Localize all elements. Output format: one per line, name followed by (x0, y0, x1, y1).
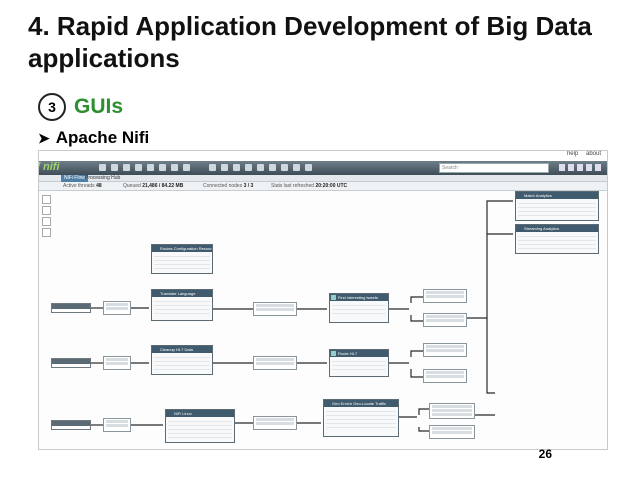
tab-nifi-flow[interactable]: NiFi Flow (61, 175, 88, 182)
bulletin-icon[interactable] (577, 164, 583, 171)
zoom-out-icon[interactable] (42, 206, 51, 215)
connection-queue[interactable] (103, 418, 131, 432)
process-group-geo-enrich[interactable]: Geo Enrich Geo-Locate Traffic (323, 399, 399, 437)
process-group-streaming-analytics[interactable]: Streaming Analytics (515, 224, 599, 254)
disable-icon[interactable] (245, 164, 252, 171)
template-icon[interactable] (171, 164, 178, 171)
process-group-translate-language[interactable]: Translate Language (151, 289, 213, 321)
help-link[interactable]: help (566, 151, 579, 157)
connection-queue[interactable] (253, 302, 297, 316)
summary-icon[interactable] (559, 164, 565, 171)
connection-queue[interactable] (103, 356, 131, 370)
input-port-1[interactable] (51, 303, 91, 313)
template-create-icon[interactable] (293, 164, 300, 171)
delete-icon[interactable] (305, 164, 312, 171)
arrow-bullet-icon: ➤ (38, 129, 50, 146)
start-icon[interactable] (209, 164, 216, 171)
process-group-nifi-linux[interactable]: NiFi Linux (165, 409, 235, 443)
input-port-icon[interactable] (111, 164, 118, 171)
nifi-screenshot: help about nifi Search NiFi Flow Process… (38, 150, 608, 450)
status-bar: Active threads 48 Queued 21,486 / 84.22 … (39, 182, 607, 191)
stop-icon[interactable] (221, 164, 228, 171)
breadcrumb[interactable]: Processing Hub (85, 175, 121, 181)
counters-icon[interactable] (568, 164, 574, 171)
connection-queue[interactable] (429, 403, 475, 419)
stat-queued: Queued 21,486 / 84.22 MB (123, 183, 184, 189)
paste-icon[interactable] (269, 164, 276, 171)
connection-queue[interactable] (423, 313, 467, 327)
remote-group-icon[interactable] (147, 164, 154, 171)
output-port-icon[interactable] (123, 164, 130, 171)
flow-canvas[interactable]: Match Analytics Streaming Analytics Rout… (39, 191, 607, 449)
process-group-match-analytics[interactable]: Match Analytics (515, 191, 599, 221)
copy-icon[interactable] (257, 164, 264, 171)
label-icon[interactable] (183, 164, 190, 171)
nifi-tabbar: NiFi Flow Processing Hub (39, 175, 607, 182)
actual-size-icon[interactable] (42, 228, 51, 237)
bullet-text: Apache Nifi (55, 128, 150, 147)
nifi-header: help about (39, 151, 607, 163)
connection-queue[interactable] (423, 369, 467, 383)
history-icon[interactable] (586, 164, 592, 171)
process-group-cleanup-hl7[interactable]: Cleanup HL7 Data (151, 345, 213, 375)
stat-connected-nodes: Connected nodes 3 / 3 (203, 183, 254, 189)
step-row: 3 GUIs (38, 92, 123, 122)
process-group-icon[interactable] (135, 164, 142, 171)
stat-active-threads: Active threads 48 (63, 183, 102, 189)
input-port-2[interactable] (51, 358, 91, 368)
process-group-routes-configuration[interactable]: Routes Configuration Resources (151, 244, 213, 274)
processor-route-hl7[interactable]: Route HL7 (329, 349, 389, 377)
nifi-logo: nifi (43, 161, 60, 173)
connection-lines (91, 200, 513, 432)
step-label: GUIs (74, 95, 124, 118)
connection-queue[interactable] (103, 301, 131, 315)
slide-title: 4. Rapid Application Development of Big … (28, 11, 592, 73)
enable-icon[interactable] (233, 164, 240, 171)
page-number: 26 (538, 447, 552, 461)
connection-queue[interactable] (423, 289, 467, 303)
nifi-toolbar: nifi Search (39, 161, 607, 175)
stat-last-refreshed: Stats last refreshed 20:20:00 UTC (271, 183, 348, 189)
connection-queue[interactable] (423, 343, 467, 357)
connection-queue[interactable] (253, 356, 297, 370)
fit-icon[interactable] (42, 217, 51, 226)
navigation-palette (42, 195, 52, 239)
input-port-3[interactable] (51, 420, 91, 430)
about-link[interactable]: about (585, 151, 601, 157)
step-number-badge: 3 (38, 93, 66, 121)
zoom-in-icon[interactable] (42, 195, 51, 204)
funnel-icon[interactable] (159, 164, 166, 171)
connection-queue[interactable] (429, 425, 475, 439)
search-input[interactable]: Search (439, 163, 549, 173)
bullet-apache-nifi: ➤ Apache Nifi (38, 128, 149, 148)
settings-icon[interactable] (595, 164, 601, 171)
processor-find-interesting-tweets[interactable]: Find interesting tweets (329, 293, 389, 323)
group-icon[interactable] (281, 164, 288, 171)
connection-queue[interactable] (253, 416, 297, 430)
processor-icon[interactable] (99, 164, 106, 171)
